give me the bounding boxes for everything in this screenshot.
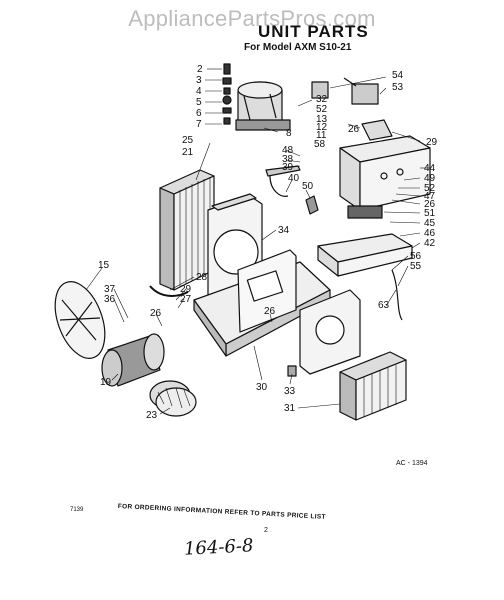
callout-32: 32 bbox=[316, 94, 328, 105]
condenser-pan bbox=[317, 233, 413, 277]
callout-36: 36 bbox=[104, 294, 116, 305]
callout-26-c: 26 bbox=[150, 308, 162, 319]
callout-50: 50 bbox=[302, 181, 314, 192]
callout-63: 63 bbox=[378, 300, 390, 311]
callout-54: 54 bbox=[392, 70, 404, 81]
fan-motor bbox=[101, 333, 165, 387]
callout-21: 21 bbox=[182, 147, 194, 158]
watermark: AppliancePartsPros.com bbox=[128, 6, 376, 31]
capacitor bbox=[311, 77, 379, 105]
footer-code: 7139 bbox=[70, 507, 84, 513]
hardware-stack bbox=[222, 63, 232, 125]
terminal-block bbox=[347, 205, 383, 219]
callout-5: 5 bbox=[196, 97, 202, 108]
diagram-subtitle: For Model AXM S10-21 bbox=[244, 42, 352, 53]
callout-34: 34 bbox=[278, 225, 290, 236]
callout-26-d: 26 bbox=[264, 306, 276, 317]
reference-code: AC - 1394 bbox=[396, 460, 428, 467]
callout-40: 40 bbox=[288, 173, 300, 184]
callout-11: 11 bbox=[316, 130, 327, 141]
tubing bbox=[265, 165, 301, 177]
callout-47: 47 bbox=[424, 191, 436, 202]
callout-53: 53 bbox=[392, 82, 404, 93]
page-number: 2 bbox=[264, 527, 268, 534]
tube-28 bbox=[149, 285, 189, 297]
callout-48: 48 bbox=[282, 145, 294, 156]
callout-29: 29 bbox=[426, 137, 438, 148]
compressor bbox=[235, 81, 291, 131]
callout-26-b: 26 bbox=[424, 199, 436, 210]
callout-58: 58 bbox=[314, 139, 326, 150]
callout-44: 44 bbox=[424, 163, 436, 174]
fan-blade bbox=[54, 281, 106, 359]
callout-15: 15 bbox=[98, 260, 110, 271]
callout-37: 37 bbox=[104, 284, 116, 295]
fitting-38 bbox=[287, 365, 297, 377]
condenser-coil bbox=[339, 351, 407, 421]
callout-8: 8 bbox=[286, 128, 292, 139]
callout-52-b: 52 bbox=[424, 183, 436, 194]
callout-31: 31 bbox=[284, 403, 296, 414]
callout-19: 19 bbox=[100, 377, 112, 388]
callout-4: 4 bbox=[196, 86, 202, 97]
blower-wheel bbox=[149, 380, 197, 417]
callout-33: 33 bbox=[284, 386, 296, 397]
evaporator-coil bbox=[159, 169, 215, 291]
base-chassis bbox=[193, 249, 331, 357]
callout-26-top: 26 bbox=[348, 124, 360, 135]
callout-12: 12 bbox=[316, 122, 328, 133]
callout-28: 28 bbox=[196, 272, 208, 283]
tube bbox=[269, 175, 289, 197]
drain-tube bbox=[391, 269, 403, 321]
callout-2: 2 bbox=[197, 64, 203, 75]
handwritten-note: 164-6-8 bbox=[183, 535, 254, 560]
callout-7: 7 bbox=[196, 119, 202, 130]
callout-29-b: 29 bbox=[180, 284, 192, 295]
condenser-shroud bbox=[299, 289, 361, 375]
callout-51: 51 bbox=[424, 208, 436, 219]
control-box bbox=[339, 135, 431, 211]
bracket bbox=[361, 119, 393, 141]
callout-30: 30 bbox=[256, 382, 268, 393]
callout-13: 13 bbox=[316, 114, 328, 125]
callout-56: 56 bbox=[410, 251, 422, 262]
callout-39: 39 bbox=[282, 162, 294, 173]
diagram-title: UNIT PARTS bbox=[258, 22, 369, 41]
callout-42: 42 bbox=[424, 238, 436, 249]
callout-45: 45 bbox=[424, 218, 436, 229]
callout-6: 6 bbox=[196, 108, 202, 119]
callout-46: 46 bbox=[424, 228, 436, 239]
callout-3: 3 bbox=[196, 75, 202, 86]
callout-52: 52 bbox=[316, 104, 328, 115]
sensor-bulb bbox=[305, 195, 319, 215]
callout-55: 55 bbox=[410, 261, 422, 272]
callout-27: 27 bbox=[180, 294, 192, 305]
callout-38: 38 bbox=[282, 154, 294, 165]
callout-23: 23 bbox=[146, 410, 158, 421]
callout-49: 49 bbox=[424, 173, 436, 184]
callout-25: 25 bbox=[182, 135, 194, 146]
